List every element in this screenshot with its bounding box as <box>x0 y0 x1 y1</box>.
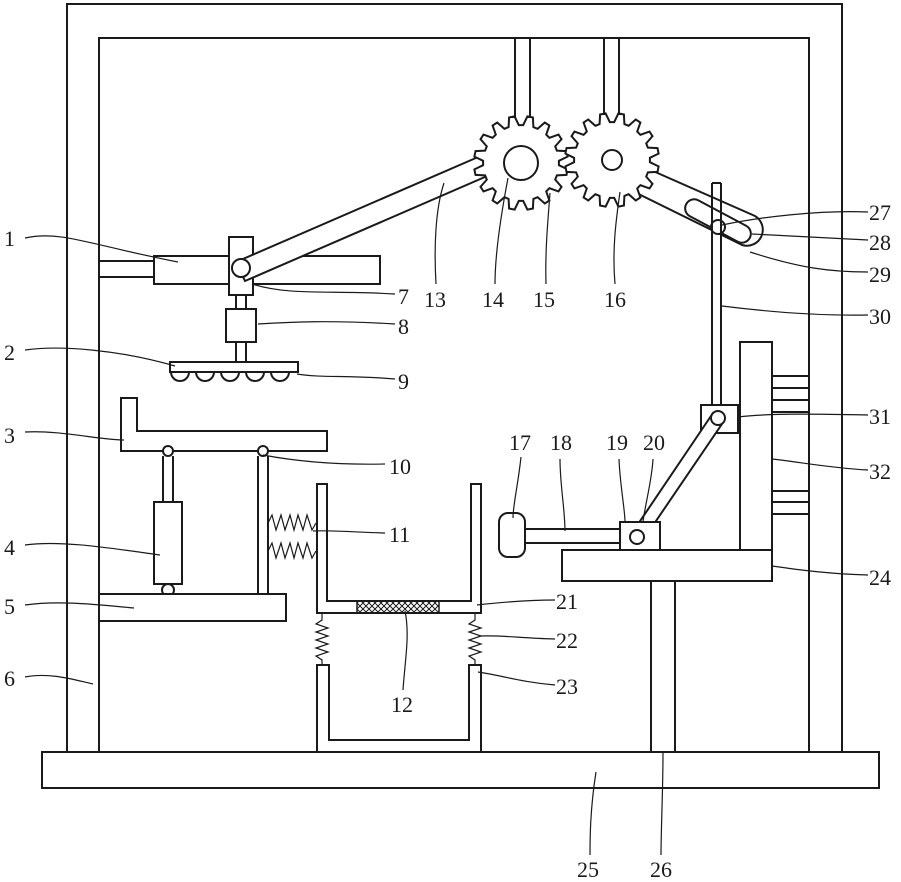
label-21: 21 <box>556 589 578 614</box>
label-12: 12 <box>391 692 413 717</box>
label-29: 29 <box>869 262 891 287</box>
push-pad <box>499 513 525 557</box>
press-bumps <box>171 372 289 381</box>
cylinder <box>154 502 182 584</box>
label-17: 17 <box>509 430 531 455</box>
label-22: 22 <box>556 628 578 653</box>
frame-inner <box>99 38 809 752</box>
label-32: 32 <box>869 459 891 484</box>
table-plate <box>562 550 772 581</box>
upper-cup <box>317 484 481 613</box>
label-28: 28 <box>869 230 891 255</box>
right-stand <box>562 342 809 752</box>
label-6: 6 <box>4 666 15 691</box>
left-gear <box>474 116 567 209</box>
label-18: 18 <box>550 430 572 455</box>
label-15: 15 <box>533 287 555 312</box>
label-16: 16 <box>604 287 626 312</box>
label-14: 14 <box>482 287 504 312</box>
label-23: 23 <box>556 674 578 699</box>
label-9: 9 <box>398 369 409 394</box>
label-11: 11 <box>389 522 410 547</box>
label-24: 24 <box>869 565 891 590</box>
label-10: 10 <box>389 454 411 479</box>
label-2: 2 <box>4 340 15 365</box>
label-19: 19 <box>606 430 628 455</box>
label-27: 27 <box>869 200 891 225</box>
label-30: 30 <box>869 304 891 329</box>
right-gear <box>565 113 762 245</box>
label-1: 1 <box>4 226 15 251</box>
pad-12 <box>357 601 439 613</box>
label-5: 5 <box>4 594 15 619</box>
gear-hangers <box>515 38 619 122</box>
frame-outer <box>67 4 842 752</box>
label-26: 26 <box>650 857 672 882</box>
label-20: 20 <box>643 430 665 455</box>
slide-rod <box>236 295 246 309</box>
clamp-plate <box>121 398 327 451</box>
motor-shaft <box>236 342 246 362</box>
spring-22-left <box>316 613 328 665</box>
label-7: 7 <box>398 284 409 309</box>
upright-post <box>740 342 772 550</box>
push-rod <box>525 529 620 543</box>
rail-stub <box>99 261 154 277</box>
left-clamp <box>99 398 327 621</box>
label-8: 8 <box>398 314 409 339</box>
label-3: 3 <box>4 423 15 448</box>
press-head <box>170 362 298 372</box>
label-4: 4 <box>4 535 15 560</box>
base-plate <box>42 752 879 788</box>
springs-11 <box>268 515 316 558</box>
motor-block <box>226 309 256 342</box>
label-25: 25 <box>577 857 599 882</box>
table-leg <box>651 581 675 752</box>
spring-22-right <box>469 613 481 665</box>
label-31: 31 <box>869 404 891 429</box>
label-13: 13 <box>424 287 446 312</box>
